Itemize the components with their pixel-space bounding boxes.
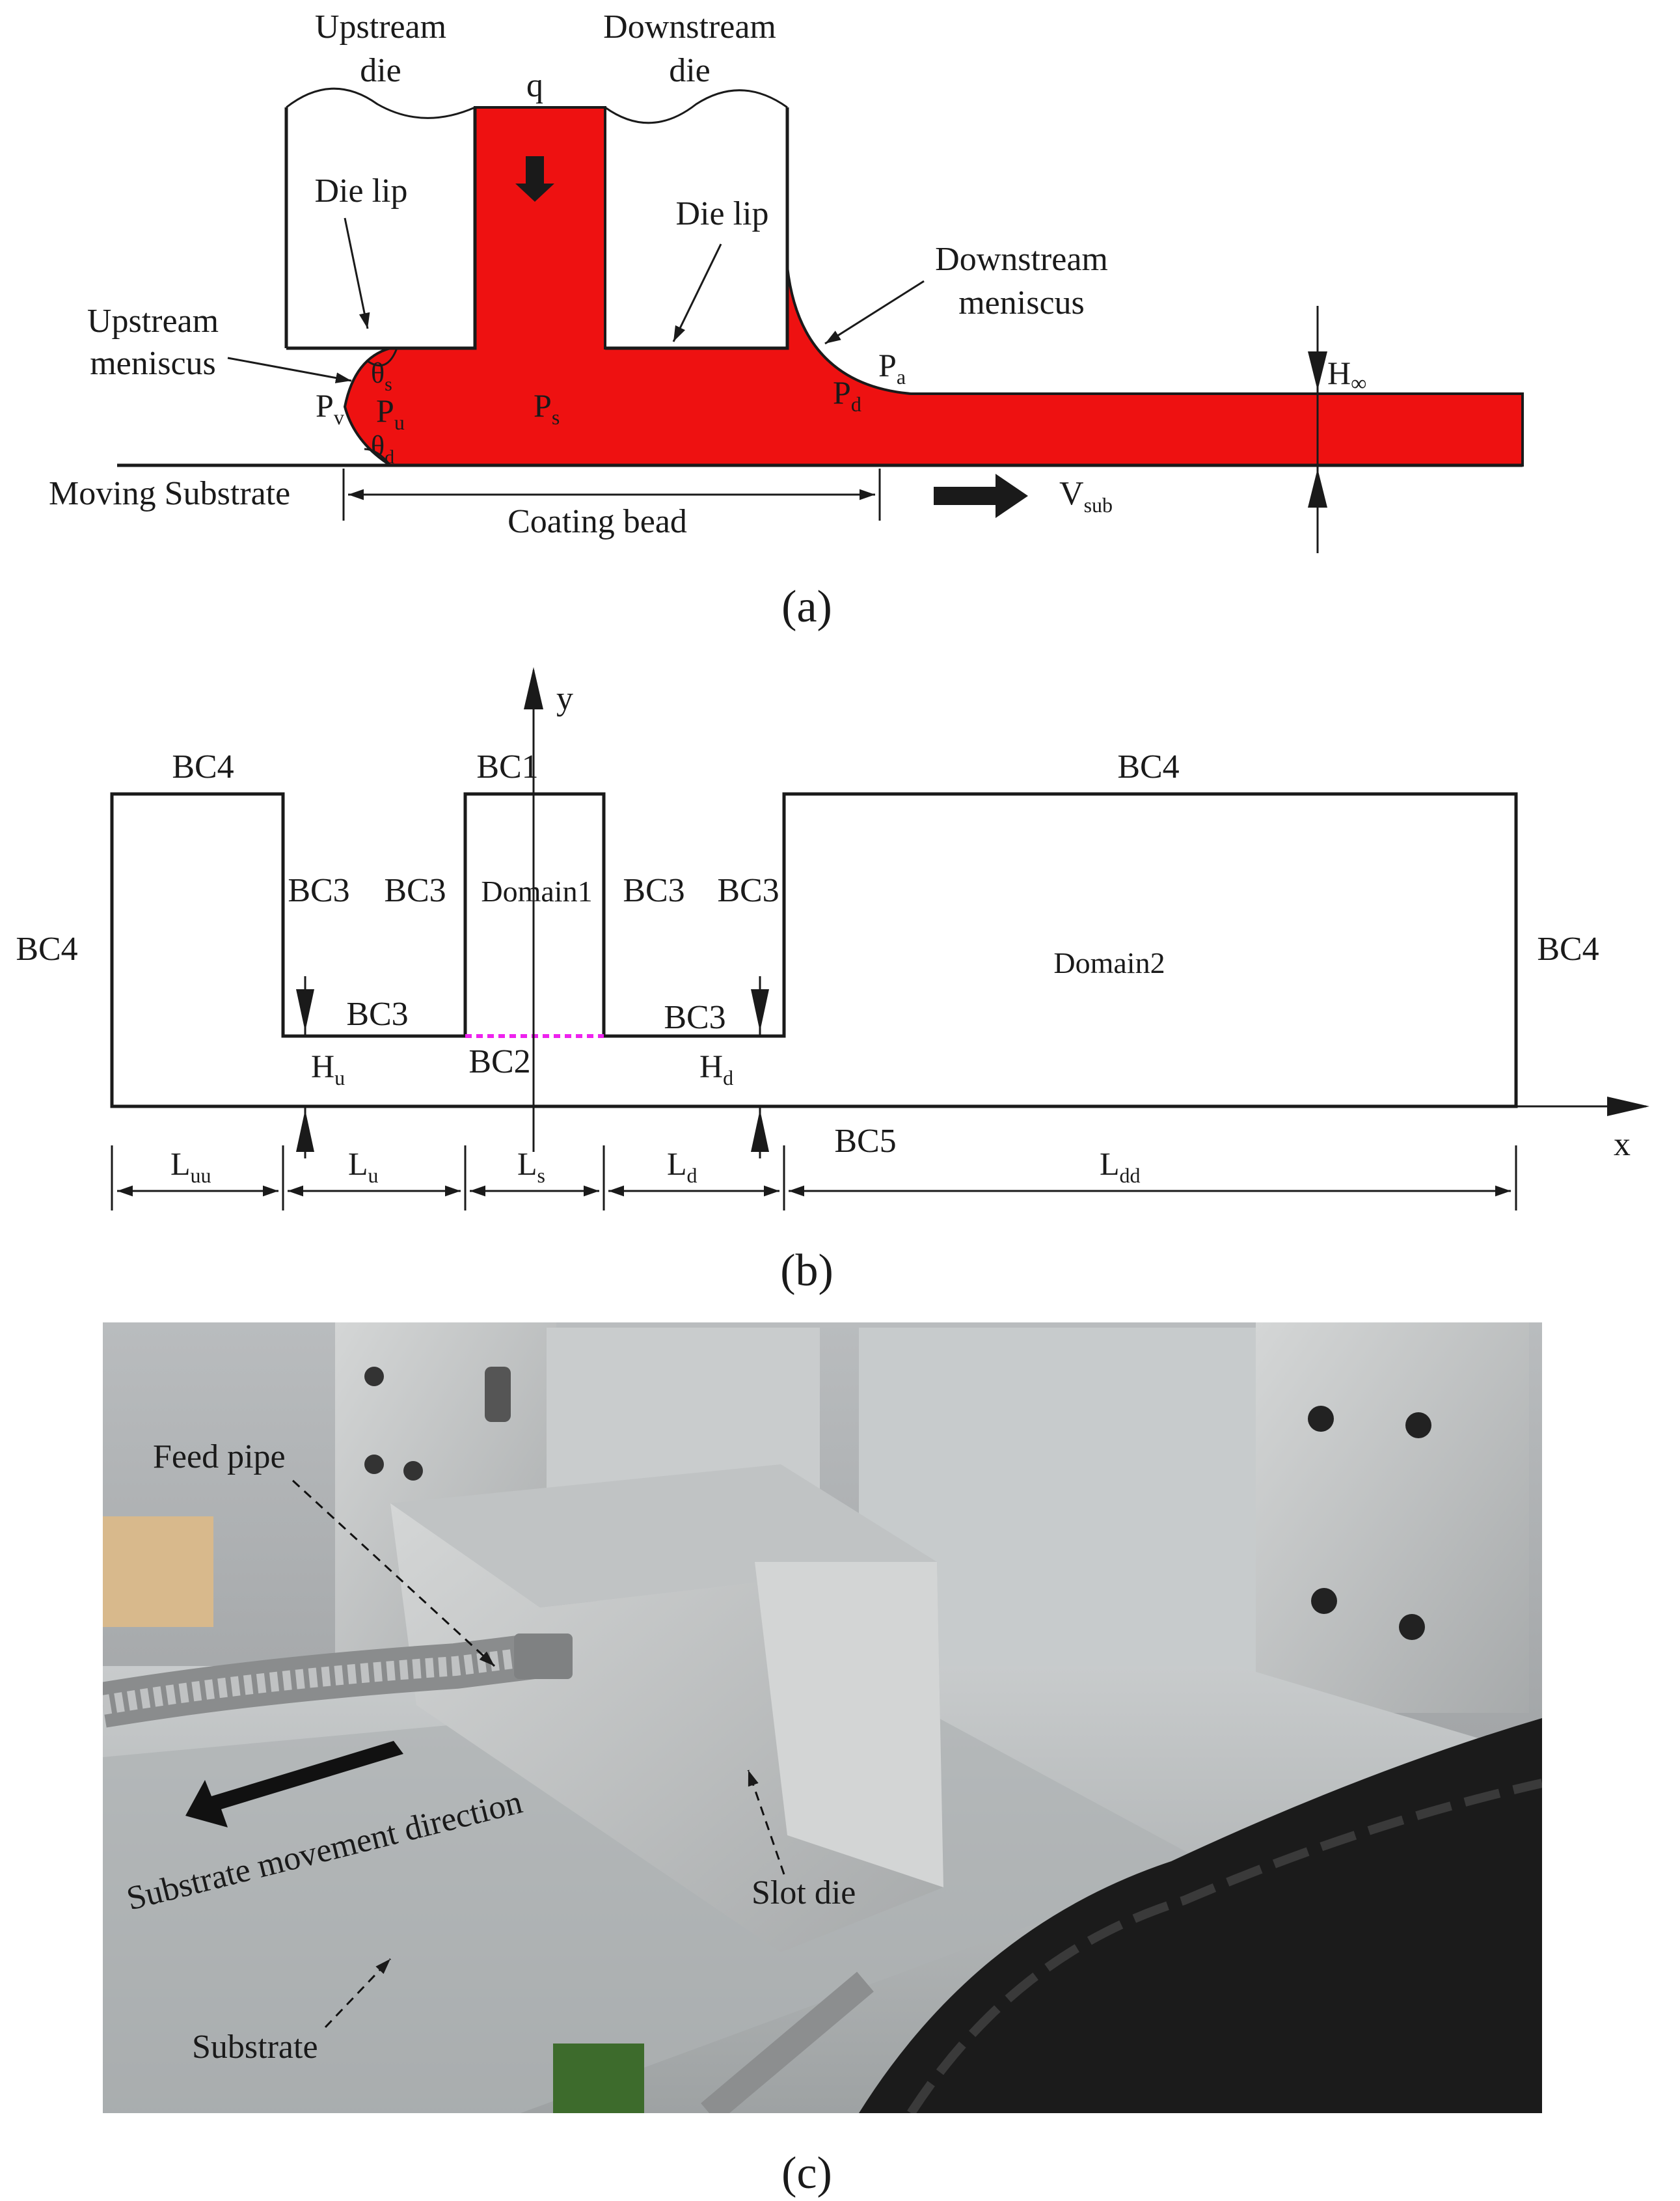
l-uu-label: Luu bbox=[170, 1145, 211, 1187]
q-label: q bbox=[526, 67, 543, 104]
substrate-label: Substrate bbox=[192, 2029, 318, 2066]
downstream-die-label: Downstream bbox=[603, 8, 776, 46]
die-lip-left-label: Die lip bbox=[315, 172, 408, 210]
panel-a: q Upstream die Downstream die Die lip Di… bbox=[49, 8, 1524, 632]
l-dd-label: Ldd bbox=[1100, 1145, 1141, 1187]
die-lip-left-arrow bbox=[344, 217, 370, 329]
upstream-die-label: Upstream bbox=[315, 8, 446, 46]
caption-b: (b) bbox=[780, 1246, 833, 1296]
bc4-left: BC4 bbox=[16, 931, 77, 968]
downstream-meniscus-label-2: meniscus bbox=[958, 284, 1085, 321]
moving-substrate-label: Moving Substrate bbox=[49, 475, 290, 512]
l-d-label: Ld bbox=[667, 1145, 698, 1187]
downstream-die-label-2: die bbox=[669, 52, 711, 89]
photo-substrate-arrow bbox=[185, 1741, 403, 1827]
downstream-die-cut bbox=[604, 89, 788, 124]
bc4-right: BC4 bbox=[1537, 931, 1599, 968]
bc3-d: BC3 bbox=[717, 872, 779, 909]
upstream-die bbox=[284, 107, 477, 350]
h-inf-label: H∞ bbox=[1327, 355, 1366, 396]
panel-c: Feed pipe Substrate movement direction S… bbox=[103, 1322, 1542, 2198]
h-inf-arrow-top bbox=[1308, 351, 1327, 390]
y-axis-label: y bbox=[556, 680, 573, 717]
downstream-die bbox=[605, 107, 789, 350]
domain1-label: Domain1 bbox=[481, 875, 592, 908]
bc4-top-right: BC4 bbox=[1117, 748, 1179, 786]
h-d-label: Hd bbox=[699, 1048, 733, 1089]
upstream-meniscus-label: Upstream bbox=[87, 303, 219, 340]
p-v-label: Pv bbox=[316, 387, 344, 429]
bc4-top-left: BC4 bbox=[172, 748, 234, 786]
bc3-c: BC3 bbox=[623, 872, 684, 909]
p-s-label: Ps bbox=[534, 387, 560, 429]
downstream-meniscus-arrow bbox=[824, 280, 925, 345]
l-s-label: Ls bbox=[517, 1145, 545, 1187]
theta-s-arc bbox=[367, 348, 398, 367]
coating-fluid bbox=[343, 106, 1524, 467]
bc5-label: BC5 bbox=[834, 1123, 896, 1160]
feed-arrow bbox=[515, 156, 554, 202]
photo-wood bbox=[103, 1516, 213, 1627]
x-axis-label: x bbox=[1614, 1126, 1631, 1163]
slot-die-label: Slot die bbox=[752, 1874, 856, 1911]
theta-d-arc bbox=[364, 448, 392, 466]
panel-b: y x BC4 BC1 BC4 BC4 BC4 BC3 BC3 BC3 BC3 … bbox=[16, 667, 1649, 1296]
bc3-bottom-left: BC3 bbox=[346, 996, 408, 1033]
die-lip-right-label: Die lip bbox=[676, 195, 769, 232]
y-axis-arrow bbox=[524, 667, 543, 709]
bc3-a: BC3 bbox=[288, 872, 349, 909]
photo-slot-die-block bbox=[755, 1562, 943, 1887]
downstream-meniscus-label: Downstream bbox=[935, 241, 1108, 278]
slot-die-leader bbox=[747, 1770, 785, 1875]
caption-c: (c) bbox=[781, 2148, 832, 2198]
l-u-label: Lu bbox=[348, 1145, 379, 1187]
substrate-leader bbox=[324, 1958, 392, 2029]
p-u-label: Pu bbox=[376, 392, 405, 434]
v-sub-arrow bbox=[934, 474, 1028, 518]
bc3-b: BC3 bbox=[384, 872, 446, 909]
caption-a: (a) bbox=[781, 582, 832, 632]
upstream-die-cut bbox=[286, 87, 476, 119]
domain2-label: Domain2 bbox=[1053, 946, 1165, 979]
photo-green-block bbox=[553, 2044, 644, 2113]
bc3-bottom-right: BC3 bbox=[664, 999, 725, 1036]
coating-bead-label: Coating bead bbox=[508, 503, 687, 540]
upstream-meniscus-arrow bbox=[227, 357, 352, 383]
die-lip-right-arrow bbox=[672, 243, 722, 342]
dimension-ticks bbox=[111, 1145, 1517, 1210]
v-sub-label: Vsub bbox=[1059, 475, 1113, 517]
x-axis-arrow bbox=[1607, 1097, 1649, 1116]
photo-tower-right bbox=[1256, 1322, 1529, 1713]
h-u-label: Hu bbox=[311, 1048, 345, 1089]
upstream-die-label-2: die bbox=[360, 52, 401, 89]
bc2-label: BC2 bbox=[468, 1043, 530, 1080]
p-a-label: Pa bbox=[878, 347, 906, 389]
upstream-meniscus-label-2: meniscus bbox=[90, 345, 216, 382]
photo-cable-chain bbox=[859, 1718, 1542, 2113]
p-d-label: Pd bbox=[833, 374, 861, 416]
feed-pipe-label: Feed pipe bbox=[153, 1438, 286, 1475]
bc1-label: BC1 bbox=[476, 748, 538, 786]
h-inf-arrow-bottom bbox=[1308, 469, 1327, 508]
